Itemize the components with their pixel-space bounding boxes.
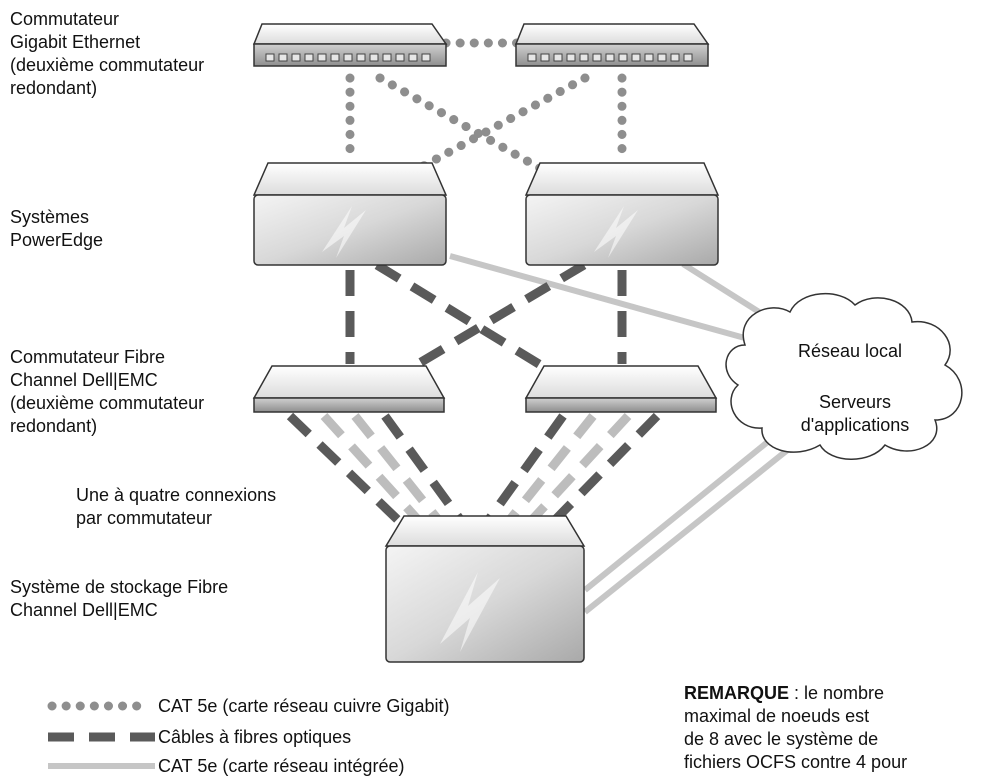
gigabit-switch-label-line: Gigabit Ethernet <box>10 32 141 52</box>
lan-cloud <box>725 293 963 460</box>
cloud-text-lan: Réseau local <box>798 341 902 361</box>
legend-label-fiber: Câbles à fibres optiques <box>158 727 351 747</box>
connections-label: Une à quatre connexions par commutateur <box>76 484 276 530</box>
fiber-cable <box>286 412 404 526</box>
fiber-cables-lower-dark <box>286 412 661 526</box>
note-line-1: REMARQUE : le nombre <box>684 682 984 705</box>
note-text: : le nombre <box>789 683 885 703</box>
fc-switch-label: Commutateur Fibre Channel Dell|EMC (deux… <box>10 346 204 438</box>
note-line: maximal de noeuds est <box>684 706 870 726</box>
poweredge-label-line: Systèmes <box>10 207 90 227</box>
cloud-text-servers: Serveurs <box>819 392 891 412</box>
fiber-cable <box>504 413 597 525</box>
fiber-cable <box>381 413 466 525</box>
gigabit-switch-label-line: Commutateur <box>10 9 120 29</box>
cloud-text-applications: d'applications <box>801 415 910 435</box>
note-line: de 8 avec le système de <box>684 729 879 749</box>
storage-label: Système de stockage Fibre Channel Dell|E… <box>10 576 228 622</box>
fiber-cable <box>374 261 573 387</box>
poweredge-system-left <box>252 162 448 266</box>
copper-gigabit-cables <box>345 38 627 180</box>
fc-switch-label-line: Commutateur Fibre <box>10 347 166 367</box>
copper-cable <box>402 73 590 180</box>
integrated-cable <box>583 437 802 615</box>
connections-label-line: Une à quatre connexions <box>76 485 277 505</box>
fc-switch-label-line: (deuxième commutateur <box>10 393 205 413</box>
gigabit-switch-right <box>514 23 710 67</box>
poweredge-label: Systèmes PowerEdge <box>10 206 103 252</box>
fiber-cable <box>320 412 424 526</box>
fiber-cable <box>483 413 567 525</box>
fiber-cable <box>549 412 661 526</box>
fc-switch-right <box>524 365 718 413</box>
fiber-cable <box>526 412 632 526</box>
integrated-cable <box>449 253 753 343</box>
gigabit-switch-label-line: (deuxième commutateur <box>10 55 205 75</box>
gigabit-switch-label-line: redondant) <box>10 78 98 98</box>
note: REMARQUE : le nombre maximal de noeuds e… <box>684 682 984 774</box>
integrated-nic-cables <box>449 253 802 615</box>
legend: CAT 5e (carte réseau cuivre Gigabit) Câb… <box>47 696 449 776</box>
copper-cable <box>375 73 557 180</box>
note-line: fichiers OCFS contre 4 pour <box>684 752 908 772</box>
gigabit-switch-left <box>252 23 448 67</box>
storage-system <box>384 515 586 663</box>
poweredge-system-right <box>524 162 720 266</box>
connections-label-line: par commutateur <box>76 508 213 528</box>
note-keyword: REMARQUE <box>684 683 790 703</box>
fiber-cable <box>351 413 444 525</box>
fc-switch-label-line: redondant) <box>10 416 98 436</box>
fc-switch-label-line: Channel Dell|EMC <box>10 370 158 390</box>
gigabit-switch-label: Commutateur Gigabit Ethernet (deuxième c… <box>10 8 204 100</box>
legend-label-integrated: CAT 5e (carte réseau intégrée) <box>158 756 404 776</box>
storage-label-line: Channel Dell|EMC <box>10 600 158 620</box>
fc-switch-left <box>252 365 446 413</box>
integrated-cable <box>583 437 772 593</box>
fiber-cables-lower-light <box>320 412 632 526</box>
fiber-cables-upper <box>345 261 627 387</box>
legend-label-copper: CAT 5e (carte réseau cuivre Gigabit) <box>158 696 449 716</box>
poweredge-label-line: PowerEdge <box>10 230 104 250</box>
storage-label-line: Système de stockage Fibre <box>10 577 229 597</box>
